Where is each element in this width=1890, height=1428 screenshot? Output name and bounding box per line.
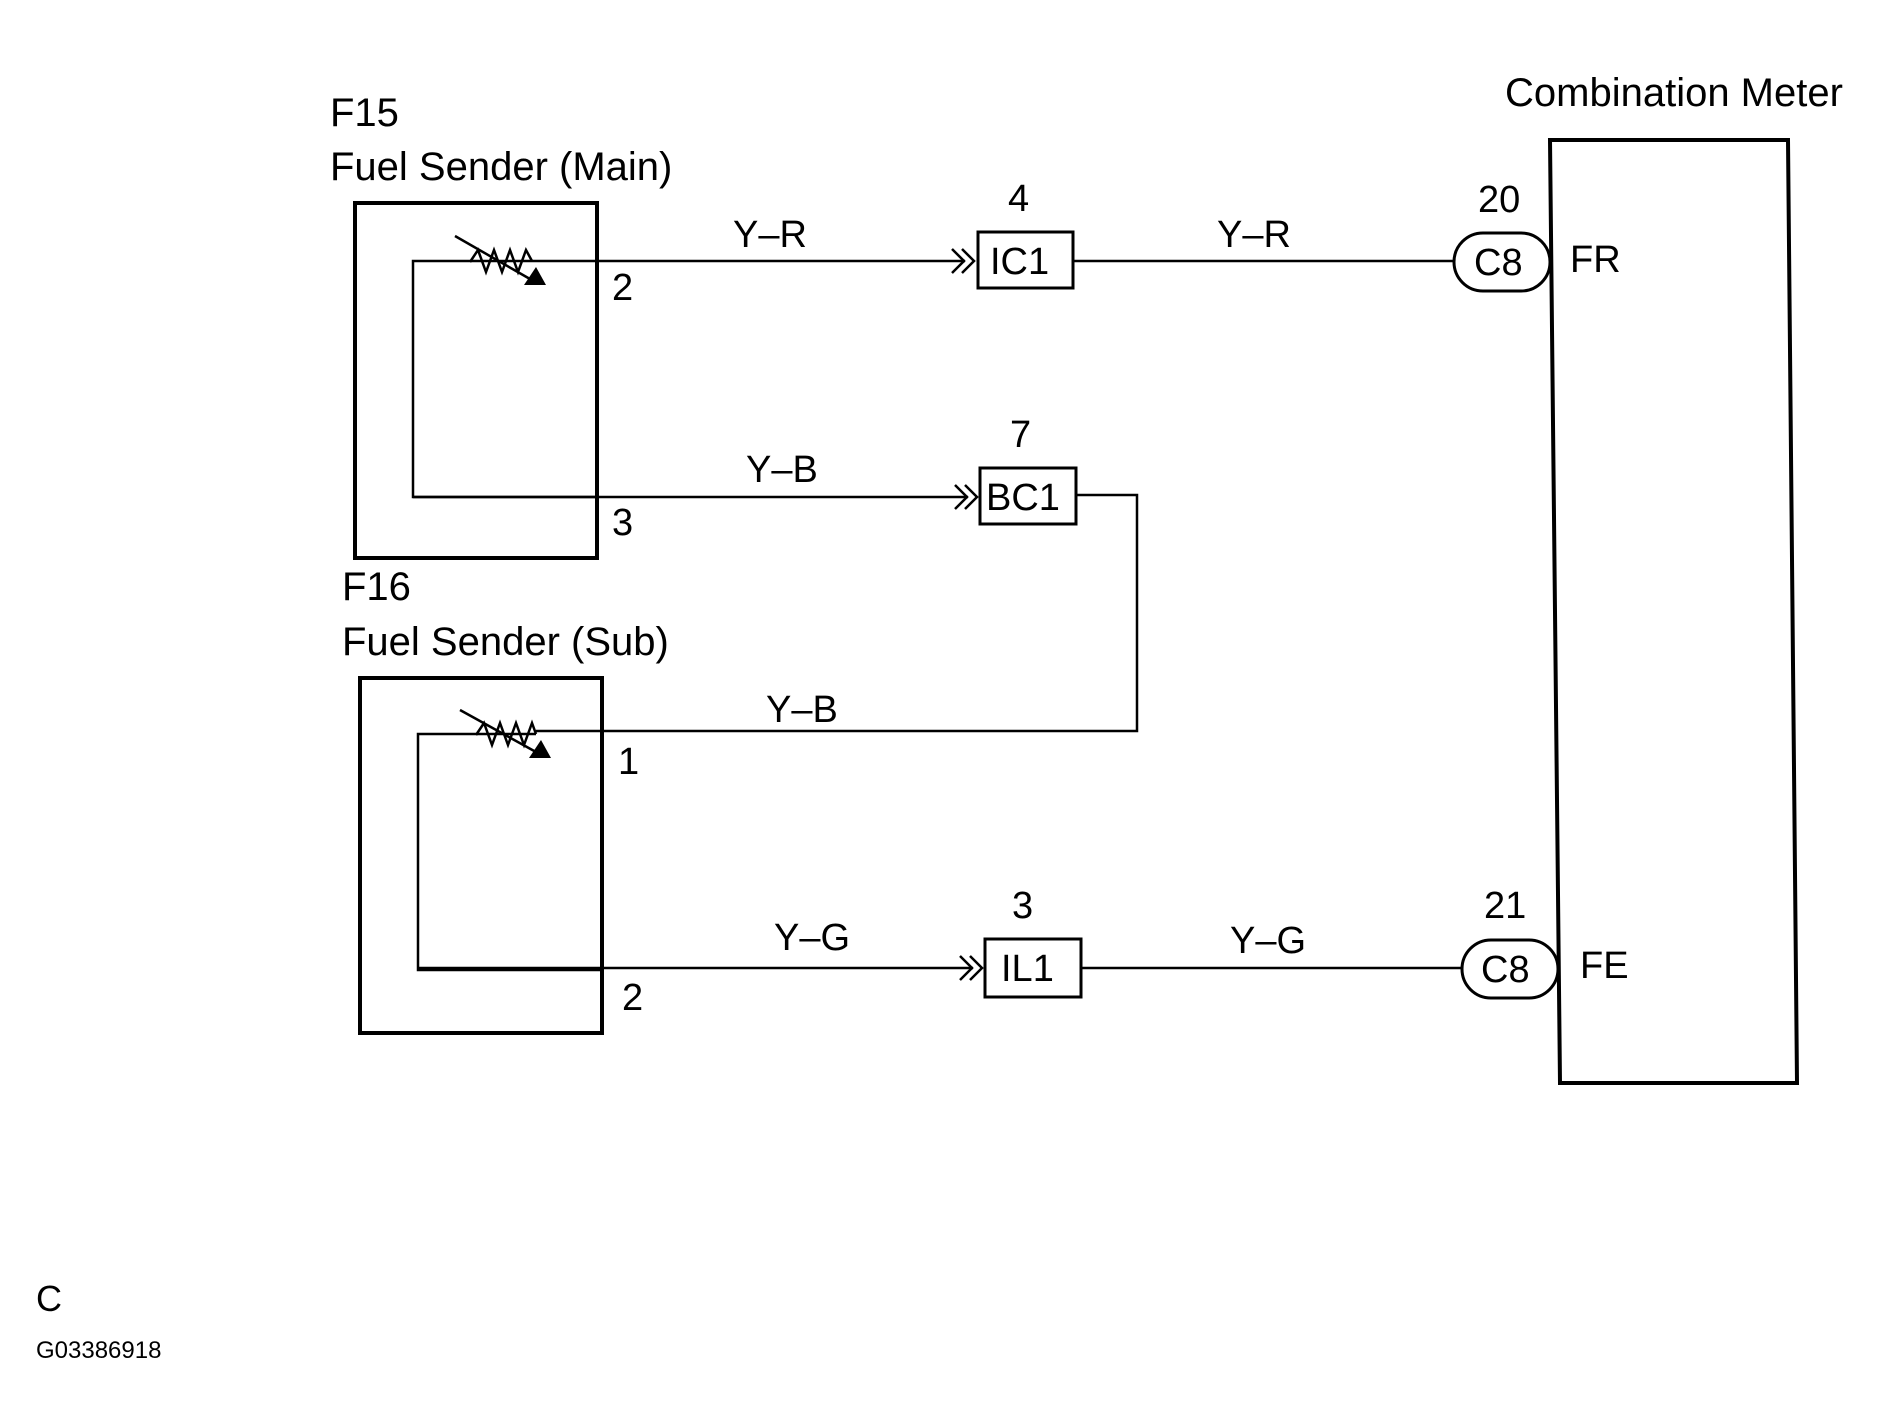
wire-label-yb-lower: Y–B	[766, 689, 838, 731]
wire-row-yb: Y–B 7 BC1 Y–B	[413, 414, 1139, 733]
f15-pin-3: 3	[612, 502, 633, 544]
c8-bottom-pin-number: 21	[1484, 885, 1526, 927]
wire-label-yr-right: Y–R	[1217, 214, 1291, 256]
f15-code: F15	[330, 91, 399, 135]
figure-code: G03386918	[36, 1337, 161, 1364]
bc1-connector	[978, 466, 1078, 526]
wire-label-yb-upper: Y–B	[746, 449, 818, 491]
f16-box	[358, 676, 604, 1035]
f15-pin-2: 2	[612, 267, 633, 309]
wire-row-yg: Y–G 3 IL1 Y–G 21 C8	[418, 885, 1560, 1000]
f16-internal-wire	[416, 732, 602, 972]
f15-variable-resistor-icon	[454, 234, 546, 285]
terminal-fr: FR	[1570, 239, 1621, 281]
wire-yb-lower	[536, 493, 1139, 733]
ic1-pin-number: 4	[1008, 178, 1029, 220]
il1-connector-icon	[959, 955, 984, 981]
f15-internal-wire	[411, 259, 597, 499]
c8-top-connector	[1452, 231, 1552, 293]
il1-pin-number: 3	[1012, 885, 1033, 927]
f16-pin-2: 2	[622, 977, 643, 1019]
section-letter: C	[36, 1278, 62, 1319]
terminal-fe: FE	[1580, 945, 1629, 987]
f16-pin-1: 1	[618, 741, 639, 783]
combination-meter: Combination Meter FR FE	[1505, 71, 1843, 1085]
f16-name: Fuel Sender (Sub)	[342, 620, 669, 664]
fuel-sender-sub: F16 Fuel Sender (Sub) 1 2	[342, 565, 669, 1035]
c8-bottom-label: C8	[1481, 949, 1530, 991]
c8-bottom-connector	[1460, 938, 1560, 1000]
f15-box	[353, 201, 599, 560]
c8-top-label: C8	[1474, 242, 1523, 284]
bc1-pin-number: 7	[1010, 414, 1031, 456]
f15-name: Fuel Sender (Main)	[330, 145, 672, 189]
wire-label-yg-left: Y–G	[774, 917, 850, 959]
meter-box	[1547, 138, 1800, 1085]
il1-label: IL1	[1001, 948, 1054, 990]
f16-code: F16	[342, 565, 411, 609]
bc1-connector-icon	[954, 484, 979, 510]
c8-top-pin-number: 20	[1478, 179, 1520, 221]
ic1-label: IC1	[990, 241, 1049, 283]
wire-label-yr-left: Y–R	[733, 214, 807, 256]
wire-row-yr: Y–R 4 IC1 Y–R 20 C8	[532, 178, 1552, 293]
f16-variable-resistor-icon	[459, 708, 551, 758]
meter-title: Combination Meter	[1505, 71, 1843, 115]
bc1-label: BC1	[986, 477, 1060, 519]
fuel-sender-main: F15 Fuel Sender (Main) 2 3	[330, 91, 672, 560]
ic1-connector-icon	[951, 248, 976, 274]
wire-label-yg-right: Y–G	[1230, 920, 1306, 962]
